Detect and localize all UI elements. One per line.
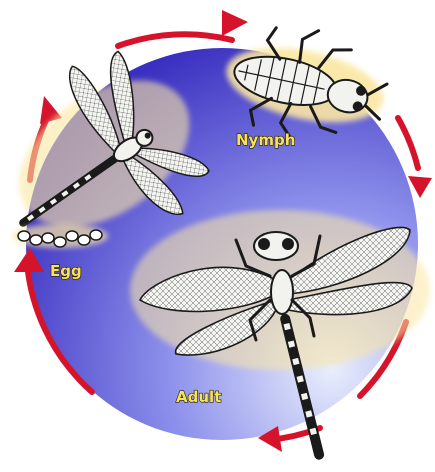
- stage-label-nymph: Nymph: [236, 131, 295, 149]
- cycle-arrow-icon: [118, 34, 232, 46]
- stage-label-egg: Egg: [50, 262, 82, 280]
- stage-label-adult: Adult: [176, 388, 221, 406]
- egg-cluster-icon: [12, 224, 108, 248]
- cycle-arrow-icon: [398, 118, 418, 168]
- arrowhead-icon: [222, 10, 248, 36]
